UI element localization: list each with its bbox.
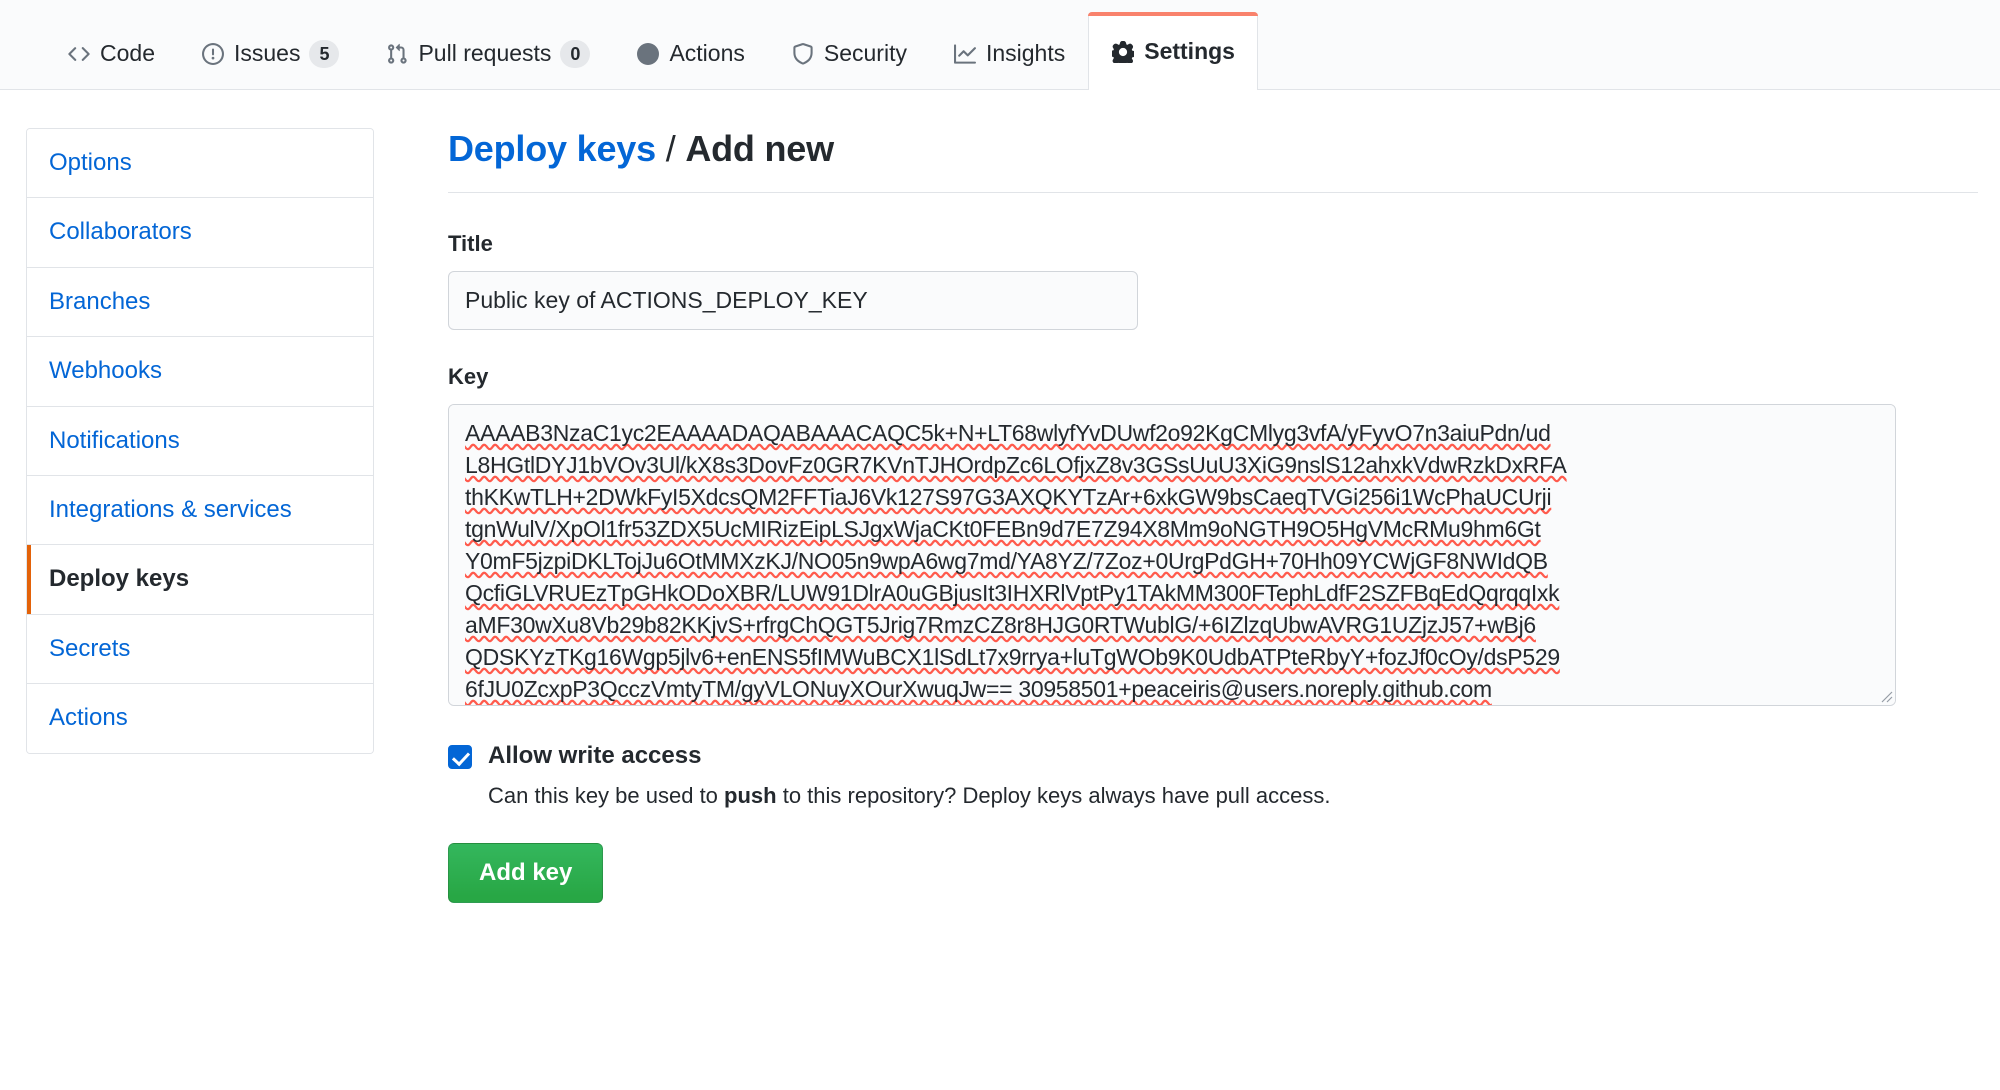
sidebar-item-label: Secrets	[49, 634, 131, 662]
tab-label: Code	[100, 40, 155, 66]
breadcrumb-deploy-keys-link[interactable]: Deploy keys	[448, 128, 656, 169]
tab-security[interactable]: Security	[768, 17, 930, 89]
sidebar-item-label: Webhooks	[49, 357, 162, 385]
sidebar-item-label: Actions	[49, 704, 128, 732]
key-line: QcfiGLVRUEzTpGHkODoXBR/LUW91DlrA0uGBjusI…	[465, 580, 1560, 607]
sidebar-item-webhooks[interactable]: Webhooks	[27, 337, 373, 407]
title-input[interactable]	[448, 271, 1138, 331]
tab-label: Issues	[233, 40, 301, 66]
sidebar-item-label: Options	[49, 149, 132, 176]
sidebar-item-options[interactable]: Options	[27, 129, 373, 199]
sidebar-item-branches[interactable]: Branches	[27, 267, 373, 338]
tab-insights[interactable]: Insights	[930, 17, 1088, 89]
allow-write-access-checkbox[interactable]	[448, 745, 472, 770]
key-line: tgnWulV/XpOl1fr53ZDX5UcMIRizEipLSJgxWjaC…	[465, 516, 1541, 543]
key-field-group: Key AAAAB3NzaC1yc2EAAAADAQABAAACAQC5k+N+…	[448, 364, 1978, 707]
git-pull-icon	[385, 42, 409, 66]
sidebar-item-collaborators[interactable]: Collaborators	[27, 198, 373, 268]
sidebar-item-deploy-keys[interactable]: Deploy keys	[27, 545, 373, 615]
note-text-after: to this repository? Deploy keys always h…	[776, 783, 1331, 809]
tab-label: Security	[823, 40, 907, 66]
tab-code[interactable]: Code	[44, 17, 178, 89]
issue-icon	[201, 42, 225, 66]
key-line: aMF30wXu8Vb29b82KKjvS+rfrgChQGT5Jrig7Rmz…	[465, 612, 1536, 639]
graph-icon	[953, 42, 977, 66]
sidebar-item-notifications[interactable]: Notifications	[27, 406, 373, 476]
key-line: L8HGtlDYJ1bVOv3Ul/kX8s3DovFz0GR7KVnTJHOr…	[465, 452, 1567, 479]
tab-pull-requests[interactable]: Pull requests 0	[362, 17, 613, 89]
key-line: Y0mF5jzpiDKLTojJu6OtMMXzKJ/NO05n9wpA6wg7…	[465, 548, 1548, 575]
key-line: QDSKYzTKg16Wgp5jlv6+enENS5fIMWuBCX1lSdLt…	[465, 644, 1560, 671]
tab-settings[interactable]: Settings	[1088, 12, 1258, 90]
page-title: Deploy keys / Add new	[448, 128, 1978, 193]
key-textarea-wrapper: AAAAB3NzaC1yc2EAAAADAQABAAACAQC5k+N+LT68…	[448, 404, 1896, 707]
sidebar-item-actions[interactable]: Actions	[27, 684, 373, 753]
title-field-group: Title	[448, 231, 1978, 331]
play-icon	[636, 42, 660, 66]
title-label: Title	[448, 231, 493, 256]
sidebar-item-label: Notifications	[49, 426, 180, 454]
allow-write-access-row: Allow write access Can this key be used …	[448, 740, 1978, 811]
breadcrumb-separator: /	[655, 128, 686, 169]
tab-label: Settings	[1144, 38, 1235, 64]
add-key-button[interactable]: Add key	[448, 842, 604, 904]
allow-write-access-label: Allow write access	[488, 742, 702, 770]
settings-page: Options Collaborators Branches Webhooks …	[0, 90, 2000, 904]
sidebar-item-secrets[interactable]: Secrets	[27, 614, 373, 685]
tab-label: Insights	[985, 40, 1066, 66]
sidebar-item-label: Collaborators	[49, 218, 192, 246]
key-textarea[interactable]: AAAAB3NzaC1yc2EAAAADAQABAAACAQC5k+N+LT68…	[448, 404, 1896, 707]
allow-write-access-body: Allow write access Can this key be used …	[488, 740, 1331, 811]
key-label: Key	[448, 364, 489, 390]
shield-icon	[791, 42, 815, 66]
sidebar-item-label: Integrations & services	[49, 495, 292, 523]
note-text-before: Can this key be used to	[488, 783, 725, 809]
gear-icon	[1111, 40, 1135, 64]
deploy-key-form: Deploy keys / Add new Title Key AAAAB3Nz…	[374, 128, 2000, 904]
key-line: 6fJU0ZcxpP3QcczVmtyTM/gyVLONuyXOurXwuqJw…	[465, 676, 1492, 703]
sidebar-item-label: Deploy keys	[49, 565, 190, 593]
breadcrumb-current: Add new	[685, 128, 834, 169]
repo-navigation: Code Issues 5 Pull requests 0 Actions Se…	[0, 0, 2000, 90]
tab-label: Pull requests	[418, 40, 552, 66]
key-line: AAAAB3NzaC1yc2EAAAADAQABAAACAQC5k+N+LT68…	[465, 420, 1551, 447]
key-line: thKKwTLH+2DWkFyI5XdcsQM2FFTiaJ6Vk127S97G…	[465, 484, 1552, 511]
note-text-bold: push	[724, 783, 777, 809]
allow-write-access-note: Can this key be used to push to this rep…	[488, 781, 1331, 811]
code-icon	[67, 42, 91, 66]
tab-label: Actions	[669, 40, 745, 66]
tab-actions[interactable]: Actions	[613, 17, 767, 89]
sidebar-item-integrations-and-services[interactable]: Integrations & services	[27, 475, 373, 546]
pull-requests-count: 0	[560, 39, 591, 68]
sidebar-item-label: Branches	[49, 287, 151, 315]
issues-count: 5	[309, 39, 340, 68]
settings-sidebar: Options Collaborators Branches Webhooks …	[26, 128, 374, 754]
tab-issues[interactable]: Issues 5	[178, 17, 362, 89]
